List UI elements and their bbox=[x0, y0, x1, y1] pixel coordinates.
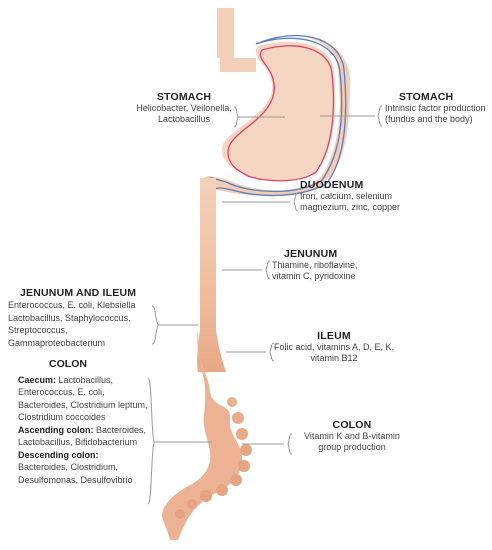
jejunum-ileum-text: Enterococcus, E. coli, Klebsiella Lactob… bbox=[8, 300, 136, 348]
right-colon-title: COLON bbox=[332, 419, 372, 431]
ascending-colon-entry: Ascending colon: Bacteroides, Lactobacil… bbox=[18, 424, 148, 449]
small-intestine bbox=[197, 178, 226, 372]
left-stomach-label: STOMACH Helicobacter, Veilonella, Lactob… bbox=[128, 92, 240, 125]
left-stomach-text: Helicobacter, Veilonella, Lactobacillus bbox=[136, 103, 232, 124]
stomach-body bbox=[222, 41, 336, 182]
left-colon-label: COLON Caecum: Lactobacillus, Enterococcu… bbox=[18, 358, 148, 486]
jejunum-ileum-label: JENUNUM AND ILEUM Enterococcus, E. coli,… bbox=[8, 288, 158, 349]
duodenum-label: DUODENUM Iron, calcium, selenium magnezi… bbox=[300, 180, 410, 213]
duodenum-text: Iron, calcium, selenium magnezium, zinc,… bbox=[300, 191, 401, 212]
descending-colon-text: Bacteroides, Clostridium, Desulfomonas, … bbox=[18, 462, 133, 485]
caecum-label: Caecum: bbox=[18, 374, 57, 385]
pointer-lines bbox=[147, 105, 383, 505]
ascending-colon-label: Ascending colon: bbox=[18, 424, 94, 435]
ileum-label: ILEUM Folic acid, vitamins A, D, E, K, v… bbox=[272, 331, 396, 364]
ascending-colon-text: Bacteroides, Lactobacillus, Bifidobacter… bbox=[18, 424, 147, 448]
ileum-title: ILEUM bbox=[317, 330, 351, 342]
right-colon-text: Vitamin K and B-vitamin group production bbox=[304, 431, 400, 452]
jejunum-ileum-title: JENUNUM AND ILEUM bbox=[20, 287, 137, 299]
right-stomach-text: Intrinsic factor production (fundus and … bbox=[385, 103, 486, 124]
descending-colon-label: Descending colon: bbox=[18, 449, 99, 460]
right-stomach-title: STOMACH bbox=[399, 91, 454, 103]
left-stomach-title: STOMACH bbox=[156, 91, 212, 103]
duodenum-title: DUODENUM bbox=[300, 179, 364, 191]
right-stomach-label: STOMACH Intrinsic factor production (fun… bbox=[385, 92, 492, 125]
right-colon-label: COLON Vitamin K and B-vitamin group prod… bbox=[292, 420, 412, 453]
left-colon-title: COLON bbox=[49, 358, 87, 370]
caecum-entry: Caecum: Lactobacillus, Enterococcus, E. … bbox=[18, 374, 148, 424]
jejunum-label: JENUNUM Thiamine, riboflavine, vitamin C… bbox=[272, 249, 382, 282]
stomach-outline-red bbox=[227, 45, 335, 182]
ileum-text: Folic acid, vitamins A, D, E, K, vitamin… bbox=[273, 342, 395, 363]
jejunum-text: Thiamine, riboflavine, vitamin C, pyrido… bbox=[272, 260, 358, 281]
jejunum-title: JENUNUM bbox=[284, 248, 338, 260]
descending-colon-entry: Descending colon: Bacteroides, Clostridi… bbox=[18, 449, 148, 487]
caecum-text: Lactobacillus, Enterococcus, E. coli, Ba… bbox=[18, 374, 148, 423]
esophagus bbox=[217, 8, 256, 72]
